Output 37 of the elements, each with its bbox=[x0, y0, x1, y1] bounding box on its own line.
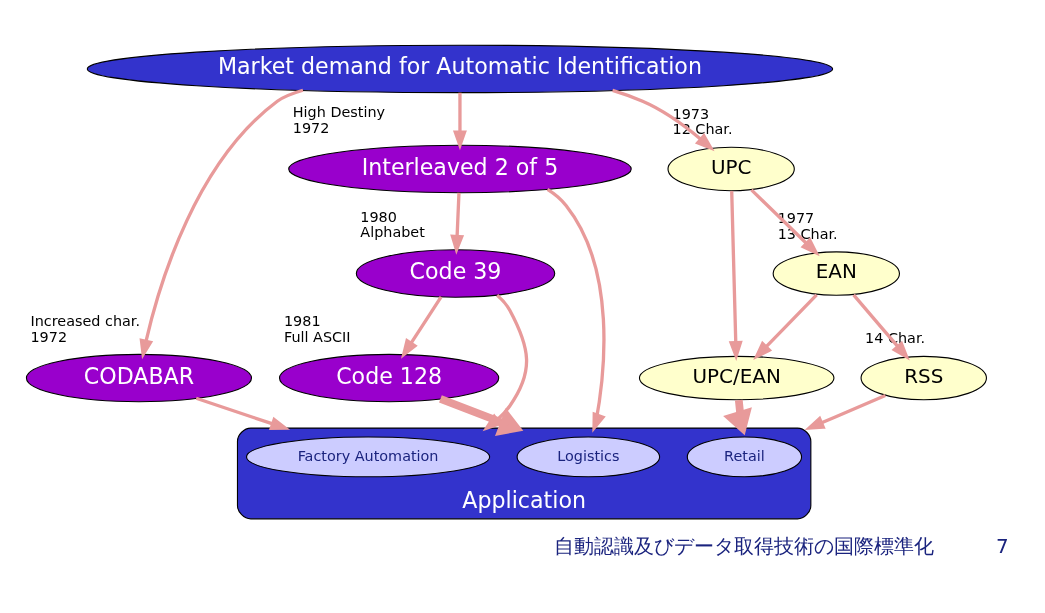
node-label: Increased char. bbox=[30, 313, 140, 330]
node-ellipse: Logistics bbox=[516, 436, 661, 478]
node-ellipse: UPC/EAN bbox=[638, 355, 835, 401]
node-label: 1980 bbox=[360, 208, 397, 225]
node-label: 1972 bbox=[30, 328, 68, 345]
node-label: 1981 bbox=[283, 313, 321, 330]
label: 7 bbox=[996, 534, 1009, 558]
arrow bbox=[723, 399, 752, 436]
arrow bbox=[804, 394, 886, 431]
arrow bbox=[139, 88, 304, 360]
node-ellipse: Code 128 bbox=[279, 353, 500, 403]
node-ellipse: Factory Automation bbox=[245, 436, 491, 478]
node-ellipse: RSS bbox=[860, 355, 987, 401]
arrow bbox=[612, 88, 715, 152]
arrow bbox=[753, 293, 818, 361]
arrow bbox=[750, 188, 820, 257]
arrow bbox=[546, 188, 606, 433]
node-label: Alphabet bbox=[360, 224, 425, 241]
arrow bbox=[450, 192, 465, 255]
node-label: 1972 bbox=[292, 119, 330, 136]
node-ellipse: Code 39 bbox=[355, 249, 556, 298]
arrow bbox=[852, 293, 910, 361]
arrow bbox=[401, 295, 443, 359]
label: 自動認識及びデータ取得技術の国際標準化 bbox=[554, 534, 935, 558]
node-label: Full ASCII bbox=[283, 328, 351, 345]
node-ellipse: UPC bbox=[667, 146, 795, 192]
node-label: 1973 bbox=[672, 105, 710, 122]
node-ellipse: EAN bbox=[772, 251, 900, 296]
node-label: High Destiny bbox=[292, 104, 386, 121]
arrow bbox=[439, 395, 524, 436]
node-ellipse: Interleaved 2 of 5 bbox=[288, 144, 632, 194]
arrow bbox=[452, 92, 467, 151]
node-ellipse: CODABAR bbox=[25, 353, 253, 403]
node-ellipse: Retail bbox=[686, 436, 803, 478]
arrow bbox=[728, 191, 743, 361]
node-ellipse: Market demand for Automatic Identification bbox=[86, 44, 834, 94]
arrow bbox=[195, 396, 291, 430]
